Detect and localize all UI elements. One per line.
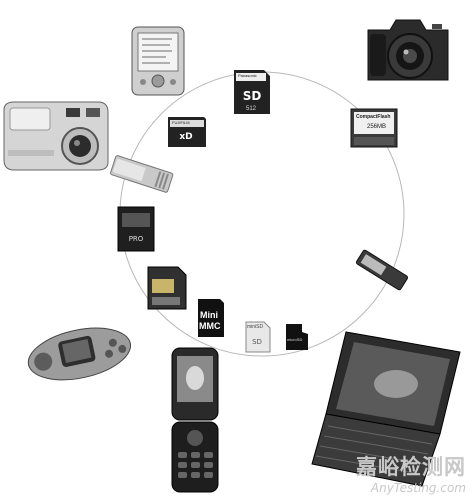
svg-text:SD: SD xyxy=(252,338,262,346)
cf-card: CompactFlash 256MB xyxy=(349,107,399,149)
mini-mmc-card-shape xyxy=(198,299,224,337)
mini-mmc-card: Mini MMC xyxy=(196,297,226,339)
smartmedia-card xyxy=(147,266,187,310)
cf-card-capacity: 256MB xyxy=(367,124,387,130)
micro-sd-label: microSD xyxy=(287,337,303,342)
sd-card-top-brand: Panasonic xyxy=(238,73,257,78)
memory-stick xyxy=(110,155,174,193)
sd-card-top-shape: SD xyxy=(234,70,270,114)
cf-card-shape xyxy=(350,108,398,148)
compact-camera xyxy=(3,101,109,171)
xd-card-shape: xD xyxy=(168,117,206,147)
dslr-camera xyxy=(367,19,449,81)
pda-device xyxy=(131,26,185,96)
svg-text:xD: xD xyxy=(179,132,192,142)
sd-card-top-capacity: 512 xyxy=(246,106,257,112)
svg-text:SD: SD xyxy=(243,89,262,103)
mini-mmc-line1: Mini xyxy=(200,310,218,320)
mini-sd-card-shape: SD xyxy=(245,321,271,353)
xd-card-brand: FUJIFILM xyxy=(172,120,190,125)
sd-card-top: SD Panasonic 512 xyxy=(232,68,272,116)
mini-sd-card: SD miniSD xyxy=(244,320,272,354)
game-phone xyxy=(27,327,132,381)
flip-phone xyxy=(171,347,219,493)
ms-duo-card xyxy=(355,249,409,291)
svg-text:PRO: PRO xyxy=(129,235,144,243)
ms-pro-card: PRO xyxy=(117,206,155,252)
laptop xyxy=(311,331,461,487)
cf-card-brand: CompactFlash xyxy=(356,114,391,120)
mini-mmc-line2: MMC xyxy=(199,321,221,331)
micro-sd-card-shape xyxy=(286,324,308,350)
micro-sd-card: microSD xyxy=(284,322,310,352)
mini-sd-label: miniSD xyxy=(247,324,264,330)
xd-card: xD FUJIFILM xyxy=(166,115,208,149)
